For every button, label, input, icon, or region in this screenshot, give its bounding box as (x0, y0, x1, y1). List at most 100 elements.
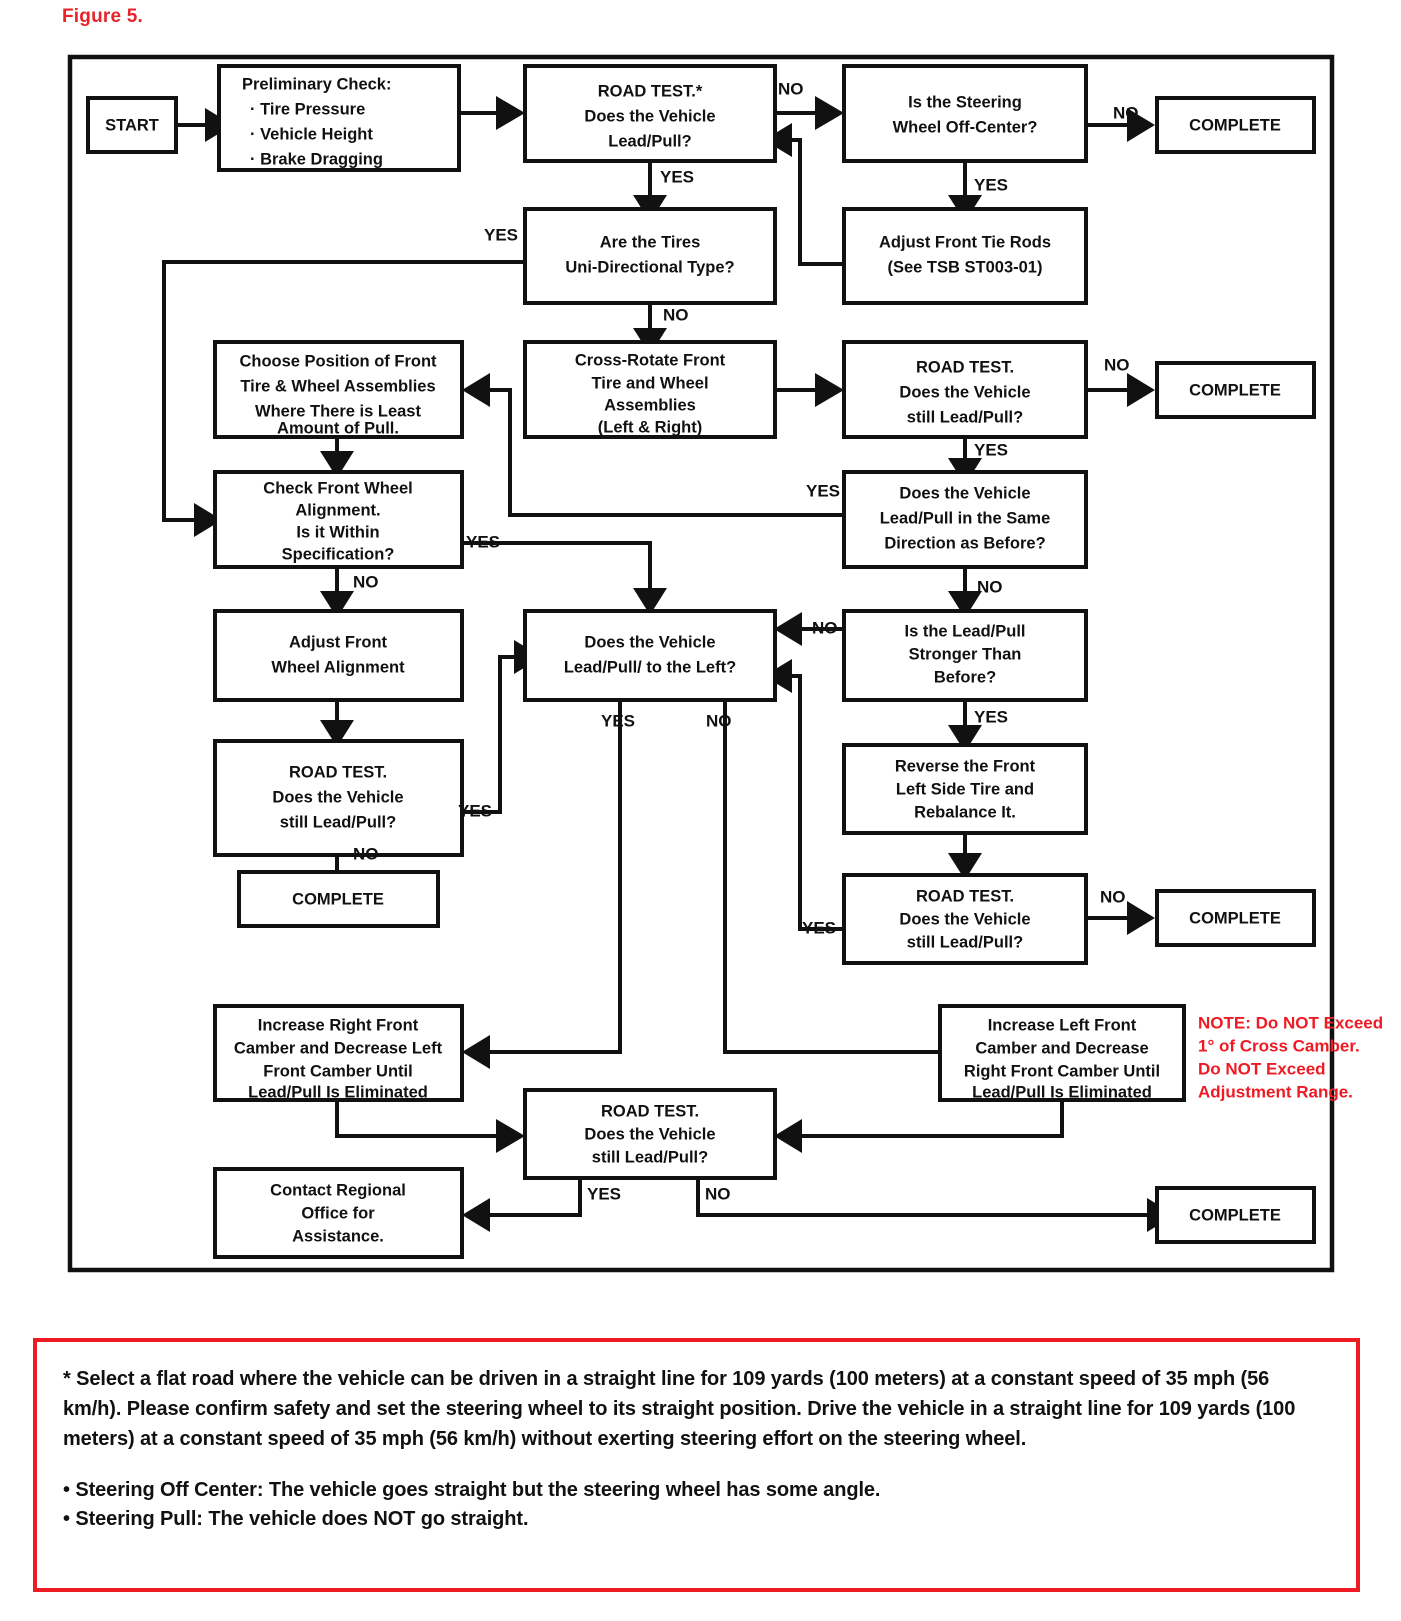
node-increase-right-camber-line-3: Lead/Pull Is Eliminated (248, 1083, 428, 1101)
edge-label-e8: YES (974, 440, 1008, 459)
node-choose-position[interactable]: Choose Position of Front Tire & Wheel As… (213, 340, 464, 439)
node-tires-unidirectional[interactable]: Are the Tires Uni-Directional Type? (523, 207, 777, 305)
edge-label-e4: YES (974, 175, 1008, 194)
node-choose-position-line-2: Where There is Least (255, 402, 421, 420)
node-contact-regional-line-2: Assistance. (292, 1227, 384, 1245)
node-check-alignment-line-1: Alignment. (295, 501, 380, 519)
figure-label: Figure 5. (62, 6, 143, 27)
node-road-test-4[interactable]: ROAD TEST. Does the Vehicle still Lead/P… (842, 873, 1088, 965)
edge-label-e12: NO (977, 577, 1003, 596)
node-road-test-2-line-0: ROAD TEST. (916, 358, 1014, 376)
node-choose-position-line-3: Amount of Pull. (277, 419, 399, 437)
edge-label-e16: YES (974, 707, 1008, 726)
node-cross-rotate-line-3: (Left & Right) (598, 418, 702, 436)
node-lead-pull-left-line-1: Lead/Pull/ to the Left? (564, 658, 736, 676)
note-line-3: Adjustment Range. (1198, 1082, 1353, 1101)
node-same-direction-line-0: Does the Vehicle (899, 484, 1030, 502)
edge-label-e1: NO (778, 79, 804, 98)
node-complete-3-line-0: COMPLETE (292, 890, 384, 908)
node-increase-right-camber-line-1: Camber and Decrease Left (234, 1039, 443, 1057)
edge-label-e2: YES (660, 167, 694, 186)
node-cross-rotate-line-0: Cross-Rotate Front (575, 351, 726, 369)
edge-label-e3: NO (1113, 103, 1139, 122)
node-cross-rotate[interactable]: Cross-Rotate Front Tire and Wheel Assemb… (523, 340, 777, 439)
edge-label-e7: NO (1104, 355, 1130, 374)
node-increase-right-camber-line-0: Increase Right Front (258, 1016, 419, 1034)
node-check-alignment-line-3: Specification? (282, 545, 395, 563)
node-check-alignment-line-2: Is it Within (296, 523, 379, 541)
node-road-test-3-line-2: still Lead/Pull? (280, 813, 396, 831)
node-contact-regional[interactable]: Contact Regional Office for Assistance. (213, 1167, 464, 1259)
node-road-test-4-line-2: still Lead/Pull? (907, 933, 1023, 951)
node-road-test-3-line-0: ROAD TEST. (289, 763, 387, 781)
node-road-test-1-line-1: Does the Vehicle (584, 107, 715, 125)
edge-label-e6: NO (663, 305, 689, 324)
node-road-test-1-line-2: Lead/Pull? (608, 132, 691, 150)
node-tires-unidirectional-line-0: Are the Tires (600, 233, 701, 251)
node-contact-regional-line-1: Office for (301, 1204, 375, 1222)
node-stronger-than-before[interactable]: Is the Lead/Pull Stronger Than Before? (842, 609, 1088, 702)
node-complete-2[interactable]: COMPLETE (1155, 361, 1316, 419)
edge-label-e20: YES (802, 918, 836, 937)
node-road-test-5-line-1: Does the Vehicle (584, 1125, 715, 1143)
node-complete-1[interactable]: COMPLETE (1155, 96, 1316, 154)
node-adjust-alignment-line-0: Adjust Front (289, 633, 388, 651)
edge-label-e9: YES (806, 481, 840, 500)
node-increase-left-camber-line-2: Right Front Camber Until (964, 1062, 1160, 1080)
node-contact-regional-line-0: Contact Regional (270, 1181, 406, 1199)
node-start[interactable]: START (86, 96, 178, 154)
node-complete-5[interactable]: COMPLETE (1155, 1186, 1316, 1244)
node-adjust-alignment[interactable]: Adjust Front Wheel Alignment (213, 609, 464, 702)
node-increase-right-camber-line-2: Front Camber Until (263, 1062, 412, 1080)
node-adjust-tie-rods[interactable]: Adjust Front Tie Rods (See TSB ST003-01) (842, 207, 1088, 305)
node-choose-position-line-0: Choose Position of Front (239, 352, 437, 370)
node-complete-4[interactable]: COMPLETE (1155, 889, 1316, 947)
node-road-test-4-line-1: Does the Vehicle (899, 910, 1030, 928)
edge-label-e19: NO (1100, 887, 1126, 906)
node-road-test-1[interactable]: ROAD TEST.* Does the Vehicle Lead/Pull? (523, 64, 777, 163)
edges-layer (162, 96, 1175, 1232)
node-road-test-5-line-0: ROAD TEST. (601, 1102, 699, 1120)
node-steering-off-center-line-1: Wheel Off-Center? (893, 118, 1038, 136)
footnote-paragraph: * Select a flat road where the vehicle c… (63, 1368, 1296, 1450)
node-road-test-4-line-0: ROAD TEST. (916, 887, 1014, 905)
edge-label-e14: YES (601, 711, 635, 730)
note-line-1: 1° of Cross Camber. (1198, 1036, 1360, 1055)
node-preliminary-check[interactable]: Preliminary Check: · Tire Pressure · Veh… (217, 64, 461, 172)
footnote-bullet-off-center: • Steering Off Center: The vehicle goes … (63, 1479, 881, 1501)
node-road-test-3[interactable]: ROAD TEST. Does the Vehicle still Lead/P… (213, 739, 464, 857)
node-increase-left-camber[interactable]: Increase Left Front Camber and Decrease … (938, 1004, 1186, 1102)
node-cross-rotate-line-2: Assemblies (604, 396, 696, 414)
node-increase-right-camber[interactable]: Increase Right Front Camber and Decrease… (213, 1004, 464, 1102)
node-complete-4-line-0: COMPLETE (1189, 909, 1281, 927)
footnote-box: * Select a flat road where the vehicle c… (33, 1338, 1360, 1592)
node-preliminary-check-line-2: · Vehicle Height (250, 125, 373, 143)
node-steering-off-center[interactable]: Is the Steering Wheel Off-Center? (842, 64, 1088, 163)
node-increase-left-camber-line-1: Camber and Decrease (975, 1039, 1148, 1057)
node-adjust-tie-rods-line-1: (See TSB ST003-01) (888, 258, 1043, 276)
node-cross-rotate-line-1: Tire and Wheel (591, 374, 708, 392)
edge-label-e5: YES (484, 225, 518, 244)
node-steering-off-center-line-0: Is the Steering (908, 93, 1022, 111)
node-adjust-tie-rods-line-0: Adjust Front Tie Rods (879, 233, 1051, 251)
node-reverse-front-left-line-1: Left Side Tire and (896, 780, 1034, 798)
node-check-alignment[interactable]: Check Front Wheel Alignment. Is it Withi… (213, 470, 464, 569)
node-increase-left-camber-line-0: Increase Left Front (988, 1016, 1137, 1034)
edge-label-e15: NO (706, 711, 732, 730)
flowchart-canvas: START Preliminary Check: · Tire Pressure… (67, 54, 1383, 1273)
node-adjust-alignment-line-1: Wheel Alignment (271, 658, 405, 676)
node-complete-3[interactable]: COMPLETE (237, 870, 440, 928)
node-complete-1-line-0: COMPLETE (1189, 116, 1281, 134)
node-reverse-front-left-line-2: Rebalance It. (914, 803, 1016, 821)
edge-label-e11: NO (353, 572, 379, 591)
node-start-line-0: START (105, 116, 159, 134)
node-road-test-2-line-2: still Lead/Pull? (907, 408, 1023, 426)
node-complete-5-line-0: COMPLETE (1189, 1206, 1281, 1224)
node-road-test-2[interactable]: ROAD TEST. Does the Vehicle still Lead/P… (842, 340, 1088, 439)
node-same-direction[interactable]: Does the Vehicle Lead/Pull in the Same D… (842, 470, 1088, 569)
node-reverse-front-left[interactable]: Reverse the Front Left Side Tire and Reb… (842, 743, 1088, 835)
node-road-test-5[interactable]: ROAD TEST. Does the Vehicle still Lead/P… (523, 1088, 777, 1180)
edge-label-e13: NO (812, 618, 838, 637)
node-preliminary-check-line-3: · Brake Dragging (250, 150, 383, 168)
node-lead-pull-left[interactable]: Does the Vehicle Lead/Pull/ to the Left? (523, 609, 777, 702)
